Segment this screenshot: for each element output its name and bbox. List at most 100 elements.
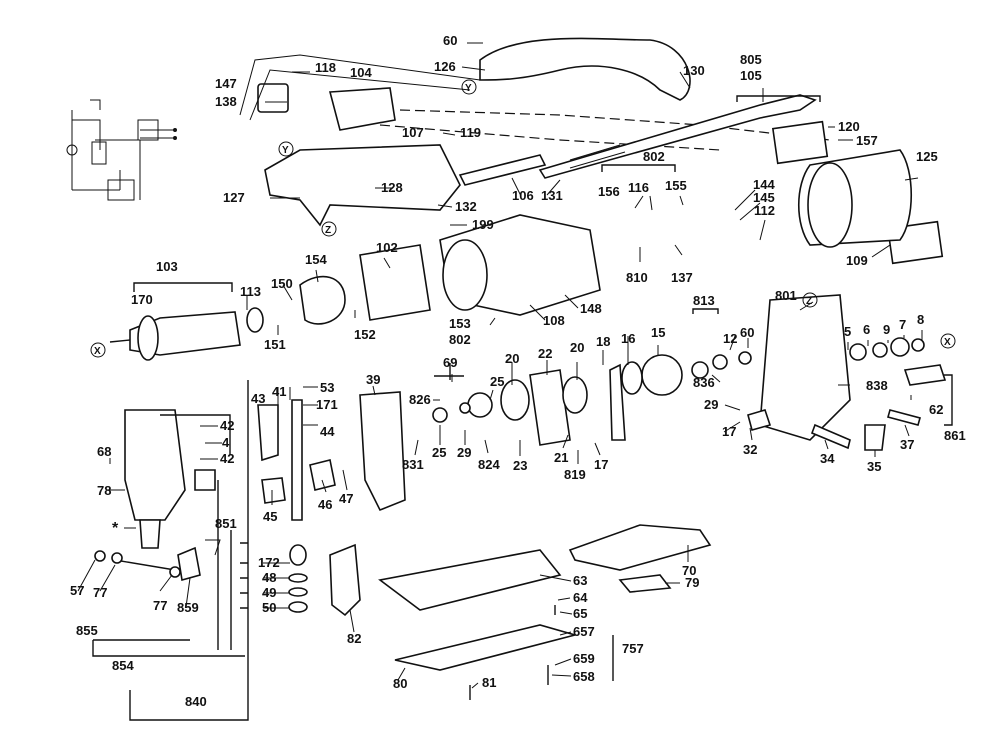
part-label-29-b: 29 [704, 397, 718, 412]
part-label-127: 127 [223, 190, 245, 205]
part-label-4: 4 [222, 435, 230, 450]
part-label-172: 172 [258, 555, 280, 570]
part-label-810: 810 [626, 270, 648, 285]
switch-part-138 [257, 83, 289, 113]
guide-43 [257, 404, 279, 462]
base-plate-63 [378, 549, 562, 611]
part-label-8: 8 [917, 312, 924, 327]
plunger-rod-44 [291, 399, 303, 521]
ref-label-x-left: X [94, 346, 101, 357]
part-label-113: 113 [240, 284, 261, 299]
part-label-60: 60 [443, 33, 457, 48]
part-label-43: 43 [251, 391, 265, 406]
part-label-128: 128 [381, 180, 403, 195]
part-label-18: 18 [596, 334, 610, 349]
part-label-80: 80 [393, 676, 407, 691]
part-label-53: 53 [320, 380, 334, 395]
part-label-150: 150 [271, 276, 293, 291]
part-label-37: 37 [900, 437, 914, 452]
part-label-44: 44 [320, 424, 335, 439]
part-label-126: 126 [434, 59, 456, 74]
part-label-60-b: 60 [740, 325, 754, 340]
pendulum-support-78 [124, 409, 186, 521]
part-label-70: 70 [682, 563, 696, 578]
part-label-102: 102 [376, 240, 398, 255]
part-label-34: 34 [820, 451, 835, 466]
part-label-170: 170 [131, 292, 153, 307]
part-label-152: 152 [354, 327, 376, 342]
part-label-42-a: 42 [220, 418, 234, 433]
part-label-657: 657 [573, 624, 595, 639]
part-label-130: 130 [683, 63, 705, 78]
part-label-63: 63 [573, 573, 587, 588]
part-label-81: 81 [482, 675, 496, 690]
part-label-854: 854 [112, 658, 134, 673]
part-label-17-a: 17 [594, 457, 608, 472]
gear-part-15 [641, 354, 683, 396]
part-label-7: 7 [899, 317, 906, 332]
part-label-77-b: 77 [153, 598, 167, 613]
counterweight-20 [500, 379, 530, 421]
part-labels: 60 126 Y 130 118 104 147 138 805 105 120… [70, 33, 966, 709]
part-label-147: 147 [215, 76, 237, 91]
part-label-826: 826 [409, 392, 431, 407]
part-label-79: 79 [685, 575, 699, 590]
part-label-17-b: 17 [722, 424, 736, 439]
part-label-148: 148 [580, 301, 602, 316]
seal-plate-39 [359, 391, 406, 512]
part-label-157: 157 [856, 133, 878, 148]
part-label-132: 132 [455, 199, 477, 214]
part-label-69: 69 [443, 355, 457, 370]
part-label-25-a: 25 [490, 374, 504, 389]
dust-extract-70 [568, 524, 712, 571]
part-label-120: 120 [838, 119, 860, 134]
part-label-658: 658 [573, 669, 595, 684]
ref-label-x-right: X [944, 337, 951, 348]
part-label-65: 65 [573, 606, 587, 621]
part-label-78: 78 [97, 483, 111, 498]
ref-label-y-2: Y [282, 145, 289, 156]
part-label-105: 105 [740, 68, 762, 83]
part-label-50: 50 [262, 600, 276, 615]
part-label-103: 103 [156, 259, 178, 274]
part-label-144: 144 [753, 177, 775, 192]
gear-housing-801 [759, 294, 851, 441]
part-label-840: 840 [185, 694, 207, 709]
part-label-57: 57 [70, 583, 84, 598]
part-label-6: 6 [863, 322, 870, 337]
part-label-68: 68 [97, 444, 111, 459]
part-label-32: 32 [743, 442, 757, 457]
part-label-48: 48 [262, 570, 276, 585]
part-label-116: 116 [628, 180, 649, 195]
part-label-109: 109 [846, 253, 868, 268]
part-label-42-b: 42 [220, 451, 234, 466]
part-label-659: 659 [573, 651, 595, 666]
part-label-802-top: 802 [643, 149, 665, 164]
part-label-125: 125 [916, 149, 938, 164]
power-cord-805 [538, 94, 817, 179]
part-label-82: 82 [347, 631, 361, 646]
part-label-836: 836 [693, 375, 715, 390]
handle-part-126 [479, 37, 691, 101]
part-label-20-b: 20 [570, 340, 584, 355]
part-label-47: 47 [339, 491, 353, 506]
part-label-16: 16 [621, 331, 635, 346]
part-label-137: 137 [671, 270, 693, 285]
guide-rod-106 [458, 154, 547, 186]
part-label-151: 151 [264, 337, 286, 352]
part-label-9: 9 [883, 322, 890, 337]
part-label-20-a: 20 [505, 351, 519, 366]
part-label-62: 62 [929, 402, 943, 417]
part-label-153: 153 [449, 316, 471, 331]
part-label-77-a: 77 [93, 585, 107, 600]
part-label-64: 64 [573, 590, 588, 605]
part-label-813: 813 [693, 293, 715, 308]
group-brackets [92, 95, 953, 721]
part-label-5: 5 [844, 324, 851, 339]
part-label-12: 12 [723, 331, 737, 346]
part-label-107: 107 [402, 125, 424, 140]
switch-part-104 [328, 87, 396, 131]
sole-plate-657 [394, 624, 579, 671]
